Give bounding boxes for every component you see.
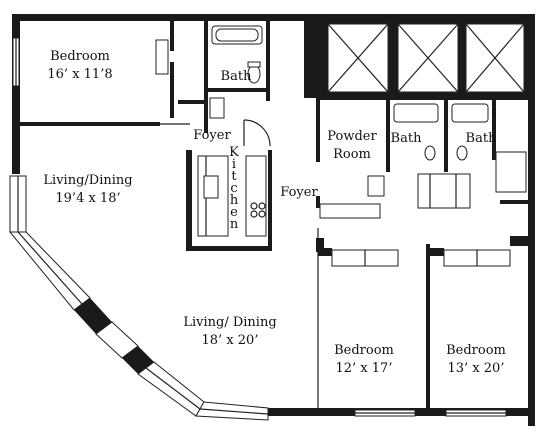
room-powder-line1: Powder	[327, 129, 377, 144]
room-powder-room: Powder Room	[327, 129, 377, 162]
room-bath-nw-name: Bath	[221, 69, 253, 84]
bath-nw-fixtures	[208, 25, 270, 119]
shafts	[318, 20, 530, 100]
room-foyer-w-name: Foyer	[193, 128, 231, 143]
room-bedroom-se2-name: Bedroom	[446, 343, 506, 358]
diagonal-facade	[8, 175, 269, 421]
room-living-dining-w-size: 19’4 x 18’	[55, 191, 120, 206]
windows-left	[12, 37, 20, 87]
kitchen-letter: K	[229, 145, 239, 160]
kitchen-letter: e	[230, 205, 238, 220]
kitchen-letter: t	[231, 169, 237, 184]
room-bedroom-nw-size: 16’ x 11’8	[47, 67, 112, 82]
room-bedroom-se2-size: 13’ x 20’	[448, 361, 505, 376]
room-living-dining-w-name: Living/Dining	[43, 173, 132, 188]
kitchen-letter: c	[230, 181, 237, 196]
powder-bath-walls	[319, 100, 528, 219]
center-walls	[304, 14, 324, 408]
room-bedroom-se1-name: Bedroom	[334, 343, 394, 358]
room-bedroom-se1-size: 12’ x 17’	[336, 361, 393, 376]
room-bath-right-name: Bath	[466, 131, 498, 146]
room-bedroom-se2: Bedroom 13’ x 20’	[446, 343, 506, 376]
room-bedroom-se1: Bedroom 12’ x 17’	[334, 343, 394, 376]
windows-bottom	[354, 409, 507, 417]
kitchen-letter: n	[230, 217, 239, 232]
room-bedroom-nw-name: Bedroom	[50, 49, 110, 64]
room-bedroom-nw: Bedroom 16’ x 11’8	[47, 49, 112, 82]
room-bath-mid-name: Bath	[391, 131, 423, 146]
room-kitchen: K i t c h e n	[229, 145, 239, 232]
kitchen-letter: h	[230, 193, 239, 208]
room-foyer-e-name: Foyer	[280, 185, 318, 200]
room-living-dining-s-name: Living/ Dining	[183, 315, 276, 330]
kitchen-letter: i	[232, 157, 236, 172]
room-powder-line2: Room	[333, 147, 371, 162]
room-living-dining-s: Living/ Dining 18’ x 20’	[183, 315, 276, 348]
room-living-dining-s-size: 18’ x 20’	[202, 333, 259, 348]
kitchen-walls	[186, 119, 272, 251]
se-bedroom-walls	[318, 236, 528, 408]
bedroom-nw-walls	[20, 21, 270, 133]
room-living-dining-w: Living/Dining 19’4 x 18’	[43, 173, 132, 206]
